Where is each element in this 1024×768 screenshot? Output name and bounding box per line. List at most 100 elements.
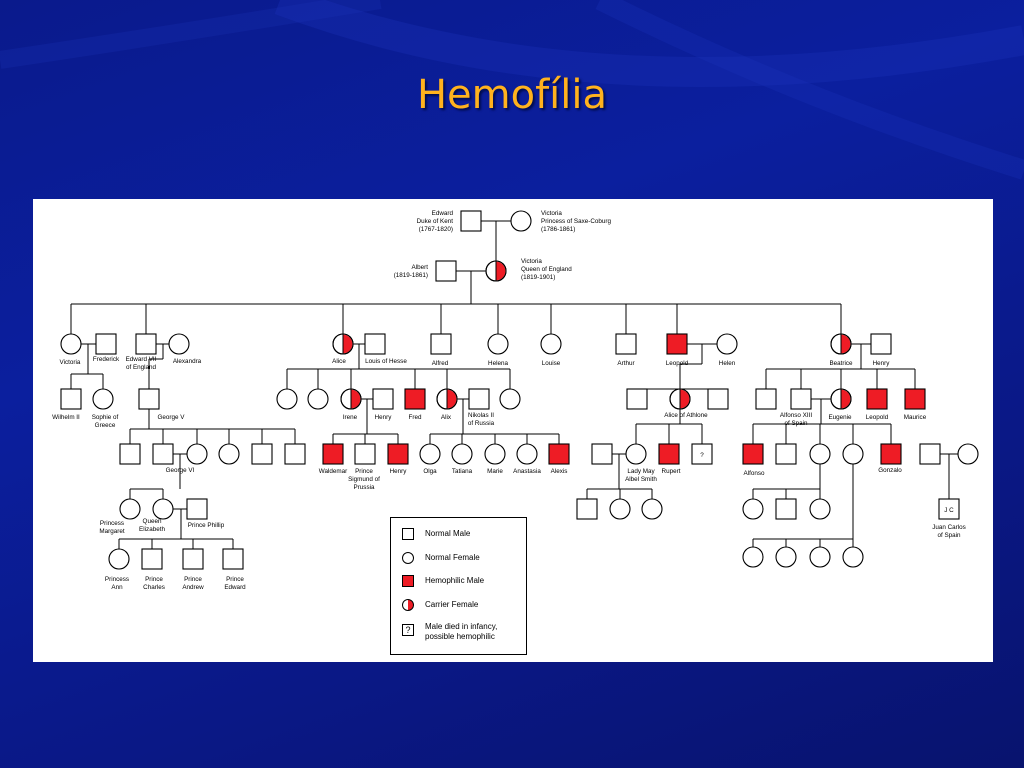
person-label: Margaret: [99, 528, 124, 535]
person-label: Fred: [409, 414, 422, 421]
person-label: Lady May: [627, 468, 655, 475]
person-label: Olga: [423, 468, 437, 475]
hemophilic-male-leopold: [666, 333, 688, 355]
person-label: Alfonso: [743, 470, 765, 477]
female-alice-hesse-2: [307, 388, 329, 410]
female-helena: [487, 333, 509, 355]
person-label: Prince: [226, 576, 244, 583]
person-label: Queen of England: [521, 266, 572, 273]
female-alice-hesse-1: [276, 388, 298, 410]
male-alfonso-xiii: [790, 388, 812, 410]
person-label: Prince: [184, 576, 202, 583]
carrier-female-icon: [402, 599, 414, 611]
person-label: Frederick: [93, 356, 120, 363]
person-label: Sophie of: [92, 414, 119, 421]
person-label: Helena: [488, 360, 508, 367]
female-eugenie-grand-1: [742, 498, 764, 520]
person-label: Henry: [873, 360, 891, 367]
person-label: (1767-1820): [419, 226, 453, 233]
person-label: Prince Phillip: [188, 522, 225, 529]
male-lady-may-child-1: [576, 498, 598, 520]
person-label: Duke of Kent: [417, 218, 454, 225]
unknown-mark: ?: [700, 452, 704, 459]
person-label: Alexis: [551, 468, 568, 475]
male-george-v: [138, 388, 160, 410]
female-marie: [484, 443, 506, 465]
hemophilic-male-gonzalo: [880, 443, 902, 465]
legend-label: Hemophilic Male: [425, 576, 485, 585]
person-label: Eugenie: [828, 414, 852, 421]
person-label: Princess: [105, 576, 129, 583]
normal-male-icon: [402, 528, 414, 540]
person-label: Charles: [143, 584, 165, 591]
slide-title: Hemofília: [416, 72, 608, 118]
person-label: Sigmund of: [348, 476, 380, 483]
person-label: Princess of Saxe-Coburg: [541, 218, 611, 225]
person-label: Andrew: [182, 584, 204, 591]
male-prince-charles: [141, 548, 163, 570]
legend-label: Male died in infancy, possible hemophili…: [425, 622, 497, 642]
female-tatiana: [451, 443, 473, 465]
male-frederick: [95, 333, 117, 355]
legend-label-line: Male died in infancy,: [425, 622, 498, 631]
person-label: Edward VII: [126, 356, 157, 363]
person-label: Alfred: [432, 360, 449, 367]
person-label: Rupert: [662, 468, 681, 475]
female-louise: [540, 333, 562, 355]
male-arthur: [615, 333, 637, 355]
person-label: Beatrice: [829, 360, 853, 367]
person-label: George V: [158, 414, 186, 421]
person-label: Maurice: [904, 414, 927, 421]
male-george-v-child-5: [251, 443, 273, 465]
female-victoria: [60, 333, 82, 355]
hemophilic-male-leopold-b: [866, 388, 888, 410]
person-label: Queen: [143, 518, 162, 525]
person-label: Henry: [390, 468, 408, 475]
person-label: (1819-1861): [394, 272, 428, 279]
person-label: Marie: [487, 468, 503, 475]
person-label: Arthur: [617, 360, 634, 367]
person-label: Tatiana: [452, 468, 473, 475]
male-louis-hesse: [364, 333, 386, 355]
male-prince-edward: [222, 548, 244, 570]
person-label: Victoria: [60, 359, 81, 366]
hemophilic-male-maurice: [904, 388, 926, 410]
male-edward: [460, 210, 482, 232]
male-leopold-son-2: [707, 388, 729, 410]
carrier-half-beatrice: [830, 333, 852, 355]
person-label: Anastasia: [513, 468, 541, 475]
person-label: (1819-1901): [521, 274, 555, 281]
person-label: of Spain: [937, 532, 961, 539]
female-george-v-child-4: [218, 443, 240, 465]
female-princess-ann: [108, 548, 130, 570]
female-eugenie-child-4: [842, 443, 864, 465]
female-princess-margaret: [119, 498, 141, 520]
normal-female-icon: [402, 552, 414, 564]
person-label: George VI: [166, 467, 195, 474]
hemophilic-male-rupert: [658, 443, 680, 465]
person-label: Leopold: [666, 360, 689, 367]
person-label: Alexandra: [173, 358, 202, 365]
male-edward-vii: [135, 333, 157, 355]
female-eugenie-ggrand-4: [842, 546, 864, 568]
person-label: Juan Carlos: [932, 524, 966, 531]
carrier-half-victoria-queen: [485, 260, 507, 282]
person-label: Alice: [332, 358, 346, 365]
legend-label: Normal Female: [425, 553, 480, 562]
person-label: Elizabeth: [139, 526, 165, 533]
female-eugenie-ggrand-3: [809, 546, 831, 568]
person-label: of England: [126, 364, 157, 371]
carrier-half-alice: [332, 333, 354, 355]
carrier-half-alice-athlone: [669, 388, 691, 410]
jc-mark: J C: [944, 507, 954, 514]
person-label: Helen: [719, 360, 736, 367]
person-label: Leopold: [866, 414, 889, 421]
person-label: Nikolas II: [468, 412, 494, 419]
carrier-half-alix: [436, 388, 458, 410]
person-label: Edward: [224, 584, 246, 591]
male-beatrice-son: [755, 388, 777, 410]
female-eugenie-grand-3: [809, 498, 831, 520]
person-label: Alix: [441, 414, 452, 421]
